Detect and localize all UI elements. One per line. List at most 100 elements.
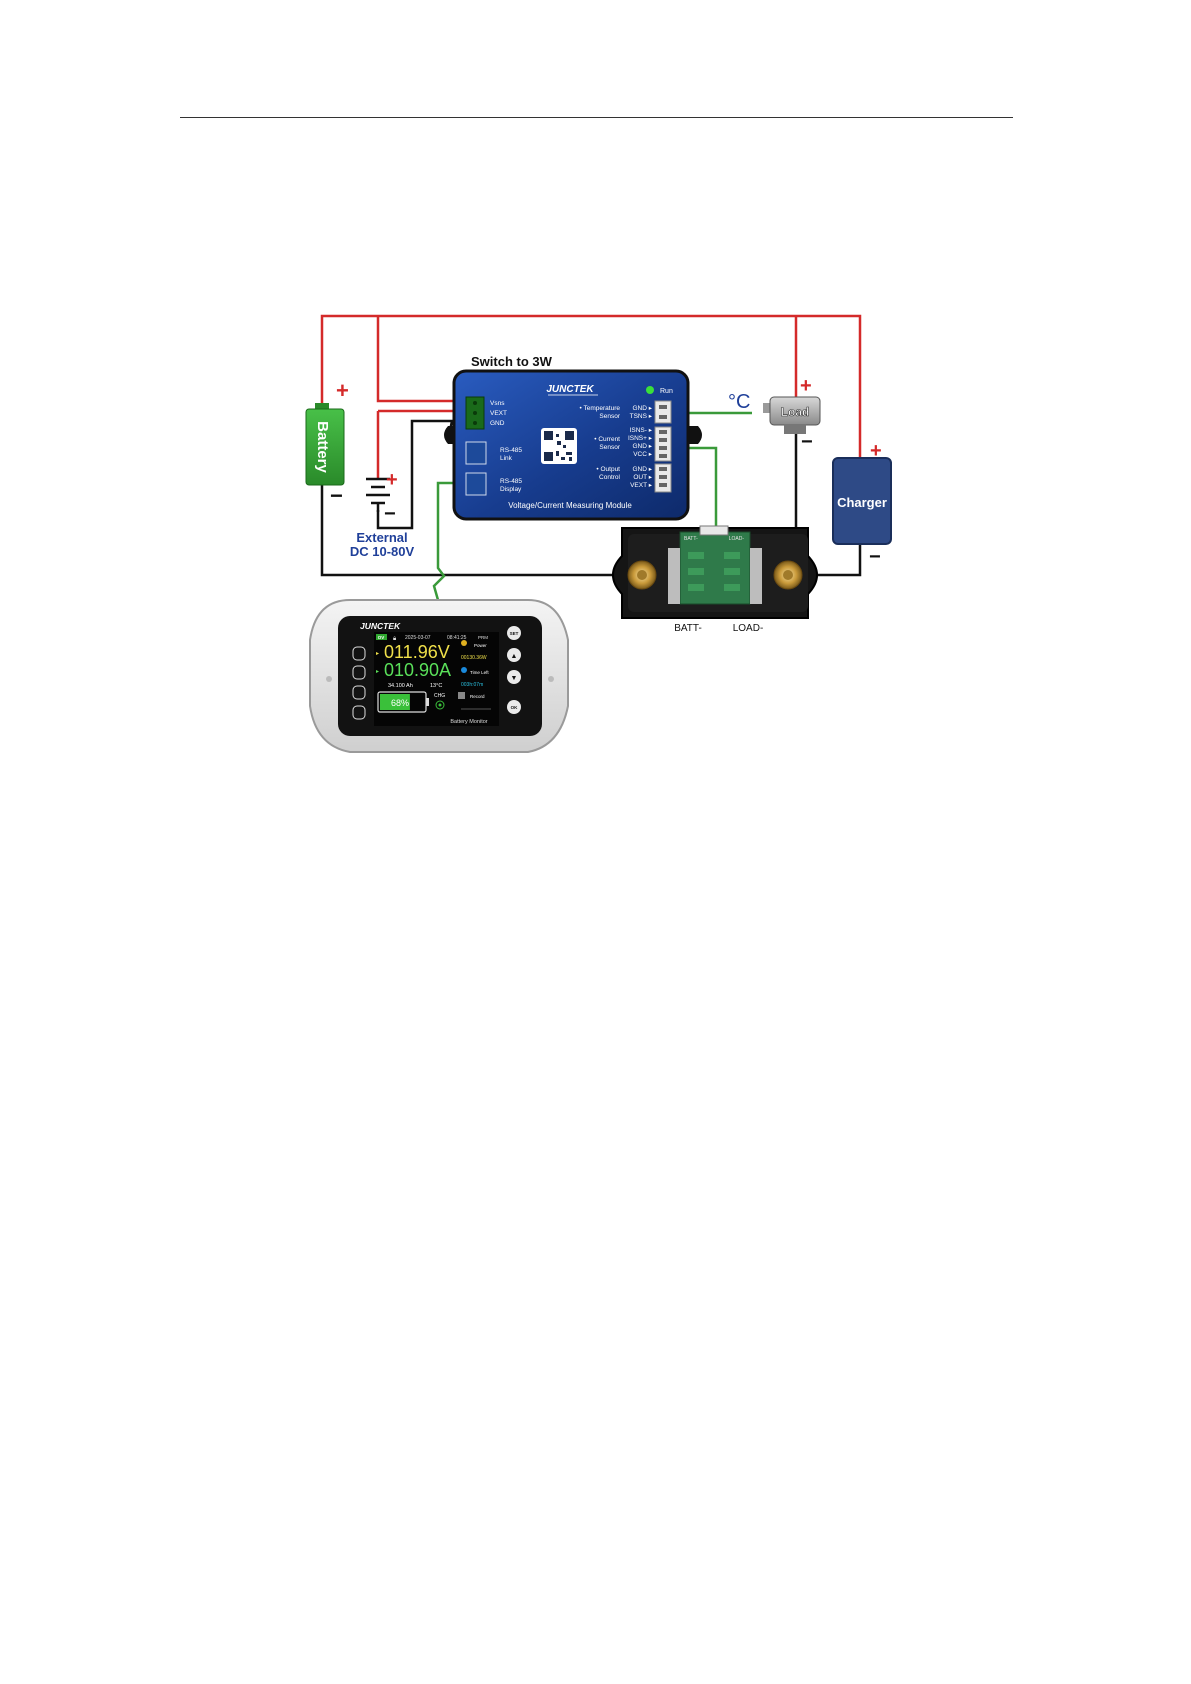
temp-connector: [654, 400, 672, 424]
output-control-line2: Control: [599, 474, 621, 481]
charger-minus: −: [869, 546, 881, 568]
lock-icon: 🔒︎: [393, 636, 396, 642]
svg-text:▲: ▲: [511, 653, 518, 660]
output-pin-vext: VEXT ▸: [630, 482, 653, 489]
charger-body: [832, 457, 892, 545]
side-icon-2: [352, 665, 366, 680]
svg-text:OK: OK: [511, 705, 519, 710]
temp-pin-tsns: TSNS ▸: [630, 413, 653, 420]
battery-gauge-fill: [380, 694, 410, 710]
output-pin-gnd: GND ▸: [632, 466, 652, 473]
shunt-load-label: LOAD-: [733, 623, 764, 634]
battery-percent: 68%: [391, 698, 409, 708]
time-left-label: Time Left: [470, 670, 489, 675]
up-button: [507, 648, 521, 662]
run-led: [646, 386, 654, 394]
down-button: [507, 670, 521, 684]
monitor-footer: Battery Monitor: [450, 719, 487, 725]
svg-text:▸: ▸: [376, 669, 379, 675]
green-wire-rs485: [432, 481, 486, 601]
battery-plus: +: [336, 378, 349, 403]
current-value: 010.90A: [384, 660, 451, 680]
side-icon-3: [352, 685, 366, 700]
diagram-title: Switch to 3W: [471, 354, 553, 369]
battery-minus: −: [330, 483, 343, 508]
qr-code: [541, 428, 577, 464]
monitor-time: 08:41:25: [447, 635, 467, 641]
chg-label: CHG: [434, 693, 445, 699]
capacity-value: 34.100 Ah: [388, 683, 413, 689]
external-dc-supply: + − External DC 10-80V: [350, 469, 415, 559]
current-pin-gnd: GND ▸: [632, 443, 652, 450]
current-pin-isns-plus: ISNS+ ▸: [628, 435, 653, 442]
header-rule: [180, 117, 1013, 118]
voltage-value: 011.96V: [384, 642, 450, 662]
red-wire-top-bus: [320, 314, 862, 458]
rs485-link-port: [465, 441, 487, 465]
shunt-batt-label: BATT-: [674, 623, 702, 634]
red-wire-vsns: [376, 316, 472, 403]
rs485-link-line2: Link: [500, 455, 513, 462]
ext-plus: +: [386, 469, 398, 491]
shunt: BATT- LOAD- BATT- LOAD-: [612, 525, 818, 634]
rs485-display-line2: Display: [500, 486, 522, 493]
current-connector: [654, 426, 672, 462]
ok-button: [507, 700, 521, 714]
ext-minus: −: [384, 503, 396, 525]
shunt-top-left: BATT-: [684, 536, 698, 542]
temperature-value: 13°C: [430, 683, 442, 689]
output-pin-out: OUT ▸: [633, 474, 652, 481]
monitor-mode: PRM: [478, 635, 488, 640]
rs485-link-line1: RS-485: [500, 447, 522, 454]
power-label: Power: [474, 643, 487, 648]
external-label-line2: DC 10-80V: [350, 544, 415, 559]
pin-vext: VEXT: [490, 410, 507, 417]
temperature-symbol: °C: [728, 391, 750, 413]
black-wire-battery-minus: [320, 484, 618, 577]
rs485-display-line1: RS-485: [500, 478, 522, 485]
load-label: Load: [781, 405, 810, 419]
black-wire-charger-minus: [800, 544, 862, 577]
battery-label: Battery: [314, 421, 331, 473]
module-footer: Voltage/Current Measuring Module: [508, 501, 632, 510]
measuring-module: JUNCTEK Run Vsns VEXT GND RS-485 Link RS…: [444, 369, 702, 521]
current-sensor-line2: Sensor: [599, 444, 620, 451]
load-minus: −: [801, 431, 813, 453]
status-tag: OV: [378, 635, 385, 640]
temp-pin-gnd: GND ▸: [632, 405, 652, 412]
monitor-brand: JUNCTEK: [360, 621, 401, 631]
current-pin-isns-minus: ISNS- ▸: [630, 427, 653, 434]
battery-monitor: JUNCTEK OV 🔒︎ 2025-03-07 08:41:25 PRM 01…: [309, 599, 569, 753]
svg-text:SET: SET: [510, 631, 519, 636]
monitor-screen: [374, 632, 499, 726]
rs485-display-port: [465, 472, 487, 496]
charger-label: Charger: [837, 495, 887, 510]
charger-plus: +: [870, 440, 882, 462]
pin-gnd: GND: [490, 420, 505, 427]
charger: Charger + −: [832, 440, 892, 568]
output-control-line1: • Output: [596, 466, 620, 473]
temp-sensor-line2: Sensor: [599, 413, 620, 420]
svg-text:▼: ▼: [511, 675, 518, 682]
svg-text:▸: ▸: [376, 651, 379, 657]
current-pin-vcc: VCC ▸: [633, 451, 653, 458]
side-icon-1: [352, 646, 366, 661]
shunt-top-right: LOAD-: [729, 536, 745, 542]
time-left-value: 003h:07m: [461, 682, 483, 688]
current-sensor-line1: • Current: [594, 436, 620, 443]
record-label: Record: [470, 694, 485, 699]
monitor-date: 2025-03-07: [405, 635, 431, 641]
set-button: [507, 626, 521, 640]
battery-body: [305, 408, 345, 486]
module-brand: JUNCTEK: [546, 384, 594, 395]
power-value: 00130.36W: [461, 655, 487, 661]
load: Load + −: [763, 375, 821, 453]
pin-vsns: Vsns: [490, 400, 505, 407]
temp-sensor-line1: • Temperature: [580, 405, 621, 412]
black-wire-gnd: [376, 419, 472, 530]
side-icon-4: [352, 705, 366, 720]
load-plus: +: [800, 375, 812, 397]
battery: Battery + −: [305, 378, 349, 508]
run-label: Run: [660, 388, 673, 395]
